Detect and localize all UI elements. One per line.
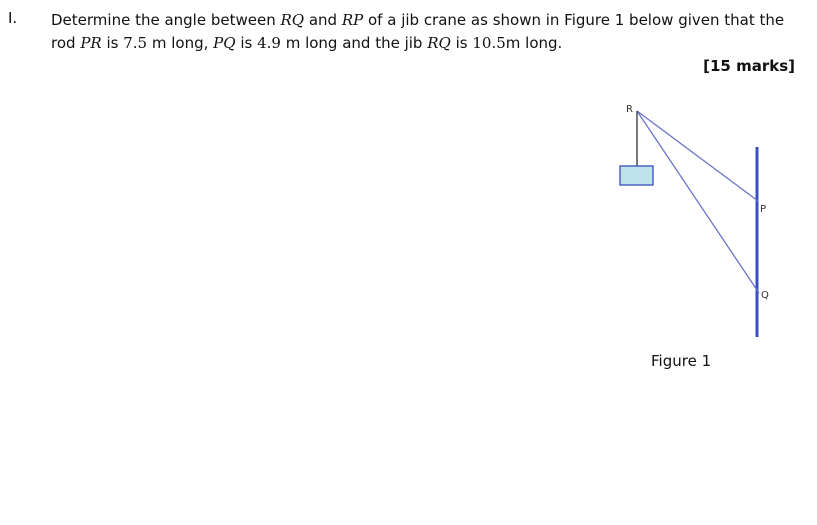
figure-caption: Figure 1 <box>651 352 712 370</box>
math-rp: RP <box>341 11 364 29</box>
math-rq-2: RQ <box>427 34 451 52</box>
value-pq-length: 4.9 <box>257 34 281 52</box>
marks-label: [15 marks] <box>703 57 795 75</box>
label-p: P <box>760 204 766 215</box>
question-line-2: rod PR is 7.5 m long, PQ is 4.9 m long a… <box>51 34 563 52</box>
load-box <box>619 165 654 186</box>
question-number: I. <box>8 9 18 27</box>
math-pq: PQ <box>213 34 236 52</box>
value-pr-length: 7.5 <box>123 34 148 52</box>
label-r: R <box>626 104 633 115</box>
question-text: Determine the angle between RQ and RP of… <box>51 9 811 55</box>
label-q: Q <box>761 290 769 301</box>
math-rq: RQ <box>280 11 305 29</box>
rod-pr-line <box>636 110 759 202</box>
math-pr: PR <box>80 34 102 52</box>
question-line-1: Determine the angle between RQ and RP of… <box>51 11 785 29</box>
jib-rq-line <box>636 110 760 294</box>
value-rq-length: 10.5 <box>472 34 506 52</box>
